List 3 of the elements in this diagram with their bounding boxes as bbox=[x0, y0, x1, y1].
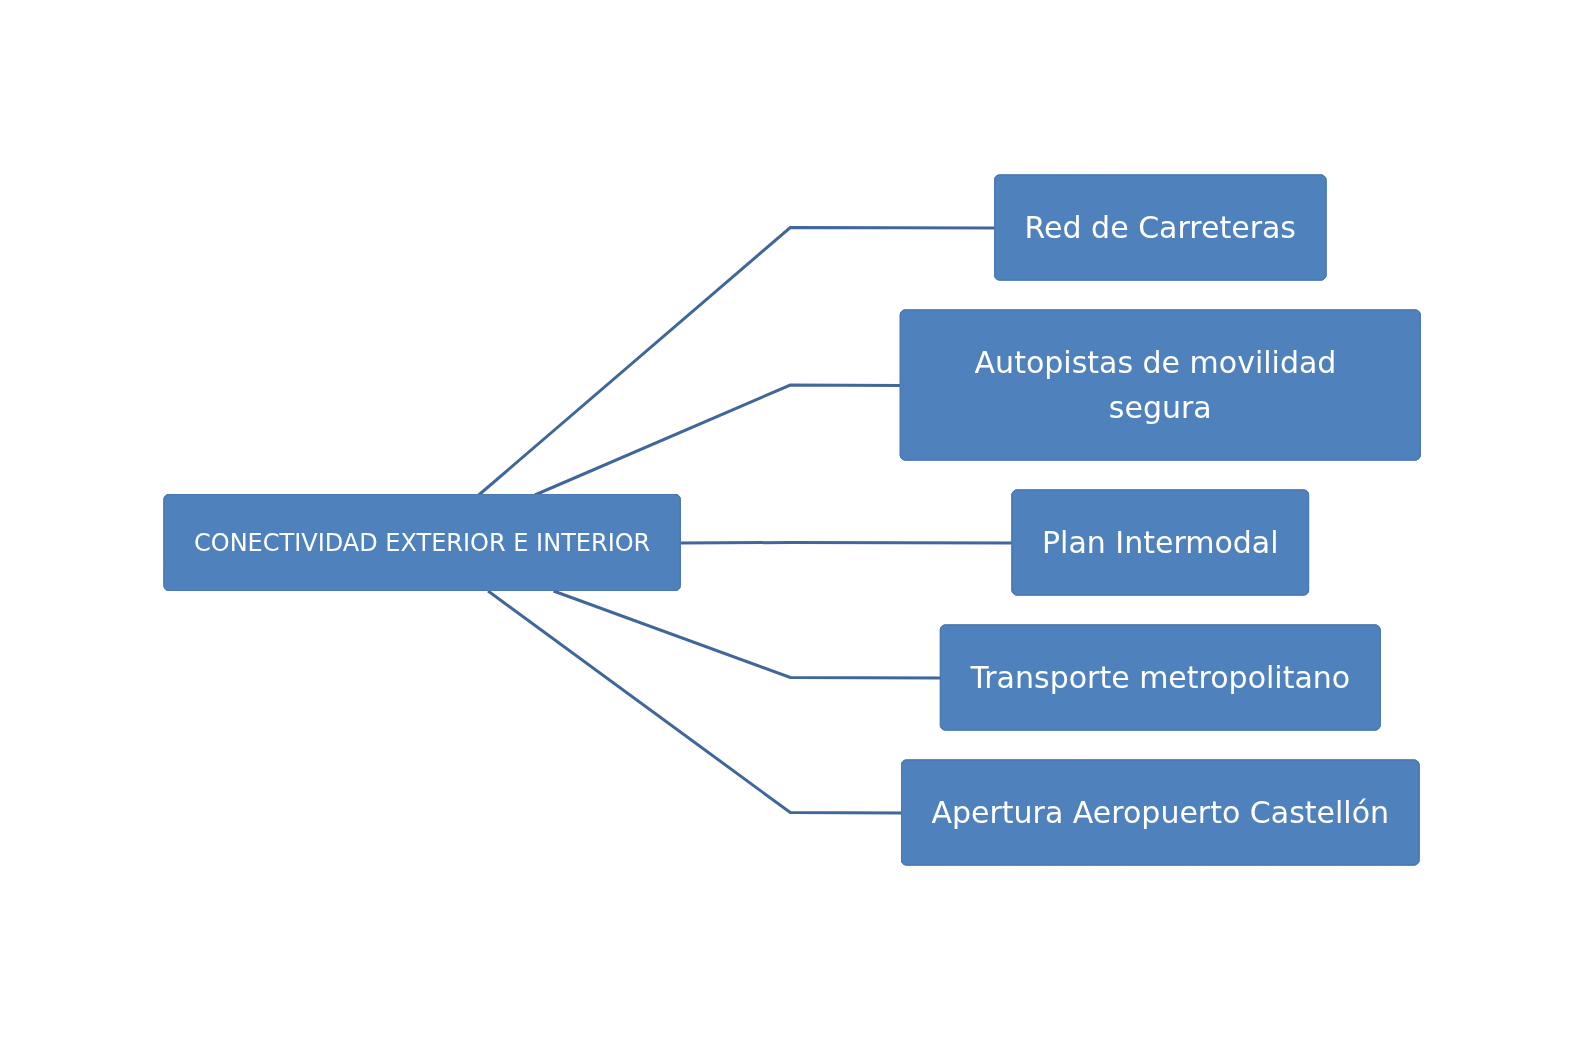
connector bbox=[487, 589, 902, 815]
connector bbox=[552, 589, 941, 680]
connector bbox=[680, 541, 1013, 545]
